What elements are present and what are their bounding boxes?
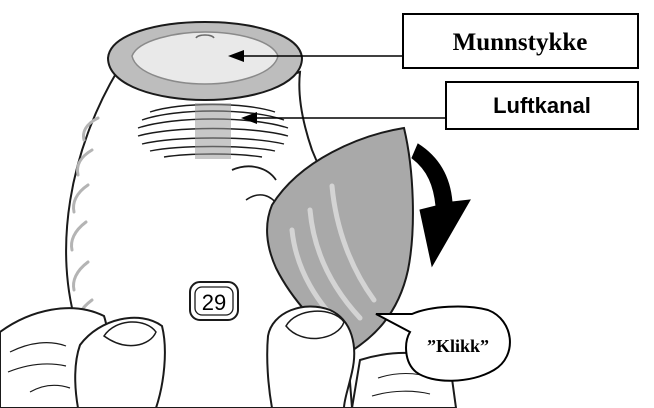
- dose-counter: 29: [190, 282, 238, 320]
- dose-counter-value: 29: [202, 290, 226, 315]
- rotation-arrow: [412, 144, 470, 266]
- label-air-channel-text: Luftkanal: [493, 93, 591, 118]
- left-hand: [0, 308, 165, 408]
- mouthpiece: [108, 22, 302, 100]
- label-click-text: ”Klikk”: [427, 336, 489, 356]
- label-mouthpiece-text: Munnstykke: [453, 29, 588, 56]
- right-thumb: [267, 306, 354, 408]
